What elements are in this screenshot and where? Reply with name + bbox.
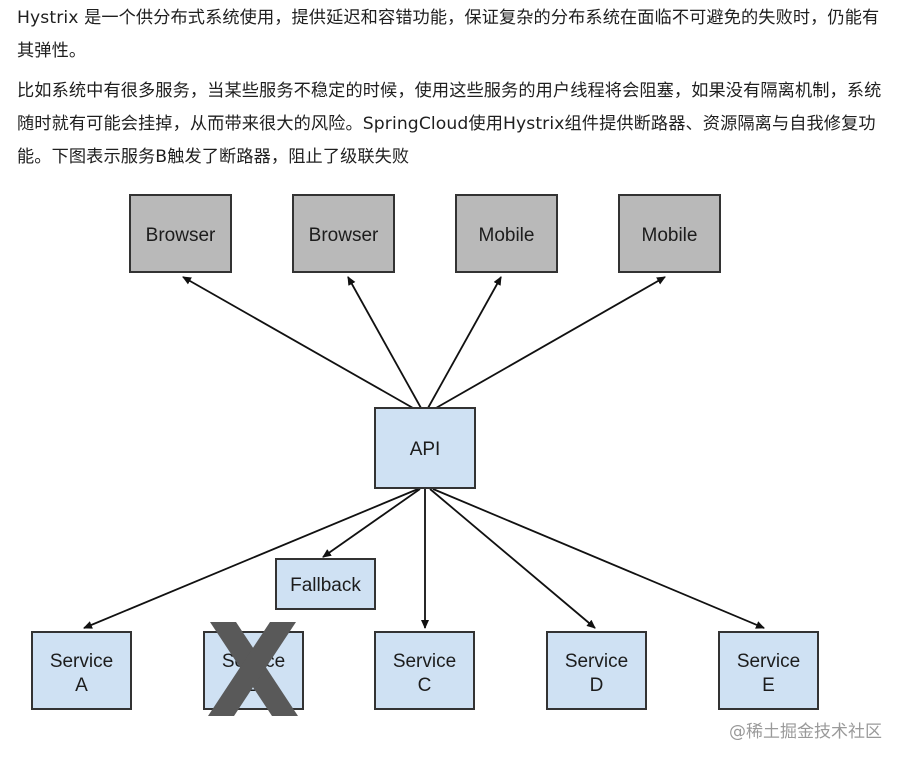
service-id: A	[75, 675, 88, 696]
client-label: Mobile	[642, 225, 698, 246]
client-label: Mobile	[479, 225, 535, 246]
edge-api-to-service-a	[83, 488, 419, 629]
failure-cross-icon	[208, 622, 298, 716]
client-label: Browser	[309, 225, 379, 246]
client-mobile-1: Mobile	[455, 194, 558, 273]
service-a-node: Service A	[31, 631, 132, 710]
client-browser-1: Browser	[129, 194, 232, 273]
edge-api-to-browser-1	[182, 276, 414, 409]
edge-api-to-service-d	[429, 488, 596, 629]
service-label: Service	[565, 651, 628, 672]
service-id: C	[418, 675, 432, 696]
client-label: Browser	[146, 225, 216, 246]
service-label: Service	[393, 651, 456, 672]
edge-api-to-fallback	[322, 488, 421, 558]
edge-api-to-browser-2	[347, 276, 422, 409]
api-node: API	[374, 407, 476, 489]
service-id: D	[590, 675, 604, 696]
service-d-node: Service D	[546, 631, 647, 710]
circuit-breaker-paragraph: 比如系统中有很多服务，当某些服务不稳定的时候，使用这些服务的用户线程将会阻塞，如…	[17, 81, 882, 167]
service-e-node: Service E	[718, 631, 819, 710]
client-edges	[182, 276, 666, 409]
client-mobile-2: Mobile	[618, 194, 721, 273]
intro-paragraph: Hystrix 是一个供分布式系统使用，提供延迟和容错功能，保证复杂的分布系统在…	[17, 8, 880, 61]
service-label: Service	[50, 651, 113, 672]
edge-api-to-mobile-1	[427, 276, 502, 409]
service-label: Service	[737, 651, 800, 672]
edge-api-to-mobile-2	[435, 276, 666, 409]
service-edges	[83, 488, 765, 629]
service-c-node: Service C	[374, 631, 475, 710]
watermark: @稀土掘金技术社区	[729, 722, 882, 742]
edge-api-to-service-e	[432, 488, 765, 629]
client-browser-2: Browser	[292, 194, 395, 273]
fallback-node: Fallback	[275, 558, 376, 610]
fallback-label: Fallback	[290, 575, 361, 596]
service-id: E	[762, 675, 775, 696]
api-label: API	[410, 439, 441, 460]
